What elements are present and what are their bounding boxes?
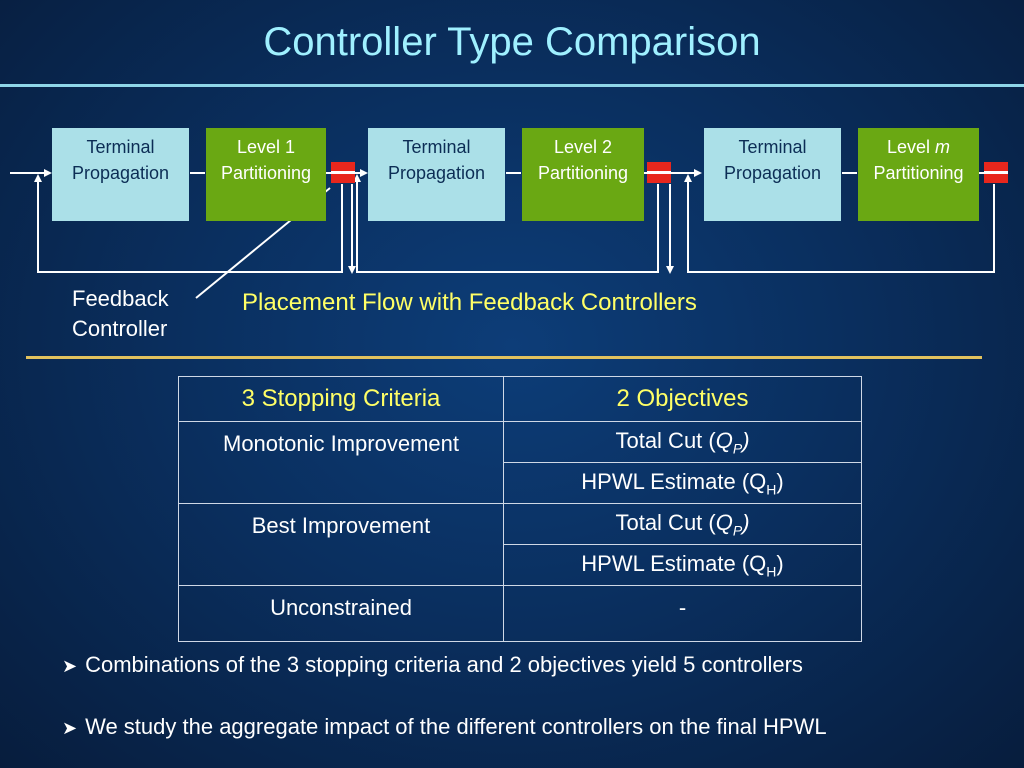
level-1-partitioning-block: Level 1 Partitioning [206,128,326,221]
table-row: Monotonic Improvement Total Cut (QP) [178,421,862,504]
objective-text: Total Cut ( [615,427,716,453]
objective-close: ) [742,509,750,535]
objective-close: ) [742,427,750,453]
feedback-controller-icon [984,162,1008,183]
level-2-partitioning-block: Level 2 Partitioning [522,128,644,221]
objective-sub: H [766,481,777,498]
block-label: Partitioning [220,163,312,183]
label-line: Controller [72,316,168,341]
objective-text: Total Cut ( [615,509,716,535]
block-label: Propagation [387,163,486,183]
table-header-row: 3 Stopping Criteria 2 Objectives [178,376,862,422]
block-label: Level 1 [236,137,296,157]
bullet-item: ➤ Combinations of the 3 stopping criteria… [62,650,803,681]
terminal-propagation-block-2: Terminal Propagation [368,128,505,221]
bullet-item: ➤ We study the aggregate impact of the di… [62,712,827,743]
block-label: Terminal [402,137,471,157]
arrowhead-bullet-icon: ➤ [62,656,78,676]
level-m-partitioning-block: Level m Partitioning [858,128,979,221]
objective-cell: HPWL Estimate (QH) [503,462,862,504]
block-label: Partitioning [873,163,964,183]
table-row: HPWL Estimate (QH) [179,462,862,504]
title-divider [0,84,1024,87]
bullet-text: Combinations of the 3 stopping criteria … [85,652,803,677]
criteria-table: 3 Stopping Criteria 2 Objectives Monoton… [178,376,862,642]
objective-var: Q [715,509,733,535]
slide-title: Controller Type Comparison [263,20,761,64]
feedback-controller-label: Feedback Controller [72,284,169,344]
objective-cell: Total Cut (QP) [503,503,862,545]
criterion-cell: Unconstrained [178,585,504,642]
objective-sub: H [766,563,777,580]
table-row: Best Improvement Total Cut (QP) [178,503,862,586]
flow-diagram-lines [10,169,995,299]
block-label: Level 2 [553,137,613,157]
label-line: Feedback [72,286,169,311]
header-cell-criteria: 3 Stopping Criteria [178,376,504,422]
block-label: Terminal [86,137,155,157]
arrowhead-bullet-icon: ➤ [62,718,78,738]
objective-sub: P [732,440,743,457]
section-divider [26,356,982,359]
objective-var: Q [715,427,733,453]
bullet-text: We study the aggregate impact of the dif… [85,714,827,739]
objective-sub: P [732,522,743,539]
criterion-cell: Best Improvement [178,503,504,586]
objective-cell: Total Cut (QP) [503,421,862,463]
objective-close: ) [776,468,784,494]
level-prefix: Level [886,137,936,157]
block-label: Propagation [71,163,170,183]
objective-cell: HPWL Estimate (QH) [503,544,862,586]
objective-close: ) [776,550,784,576]
feedback-controller-icon [331,162,355,183]
block-label: Partitioning [537,163,629,183]
table-row: Unconstrained - [178,585,862,642]
terminal-propagation-block-3: Terminal Propagation [704,128,841,221]
terminal-propagation-block-1: Terminal Propagation [52,128,189,221]
block-label: Terminal [738,137,807,157]
objective-cell: - [503,585,862,642]
level-variable: m [935,137,951,157]
feedback-controller-icon [647,162,671,183]
block-label: Propagation [723,163,822,183]
header-cell-objectives: 2 Objectives [503,376,862,422]
objective-text: HPWL Estimate (Q [581,468,767,494]
objective-text: HPWL Estimate (Q [581,550,767,576]
table-row: HPWL Estimate (QH) [179,544,862,586]
flow-caption: Placement Flow with Feedback Controllers [242,289,697,316]
criterion-cell: Monotonic Improvement [178,421,504,504]
block-label: Level m [858,134,979,160]
